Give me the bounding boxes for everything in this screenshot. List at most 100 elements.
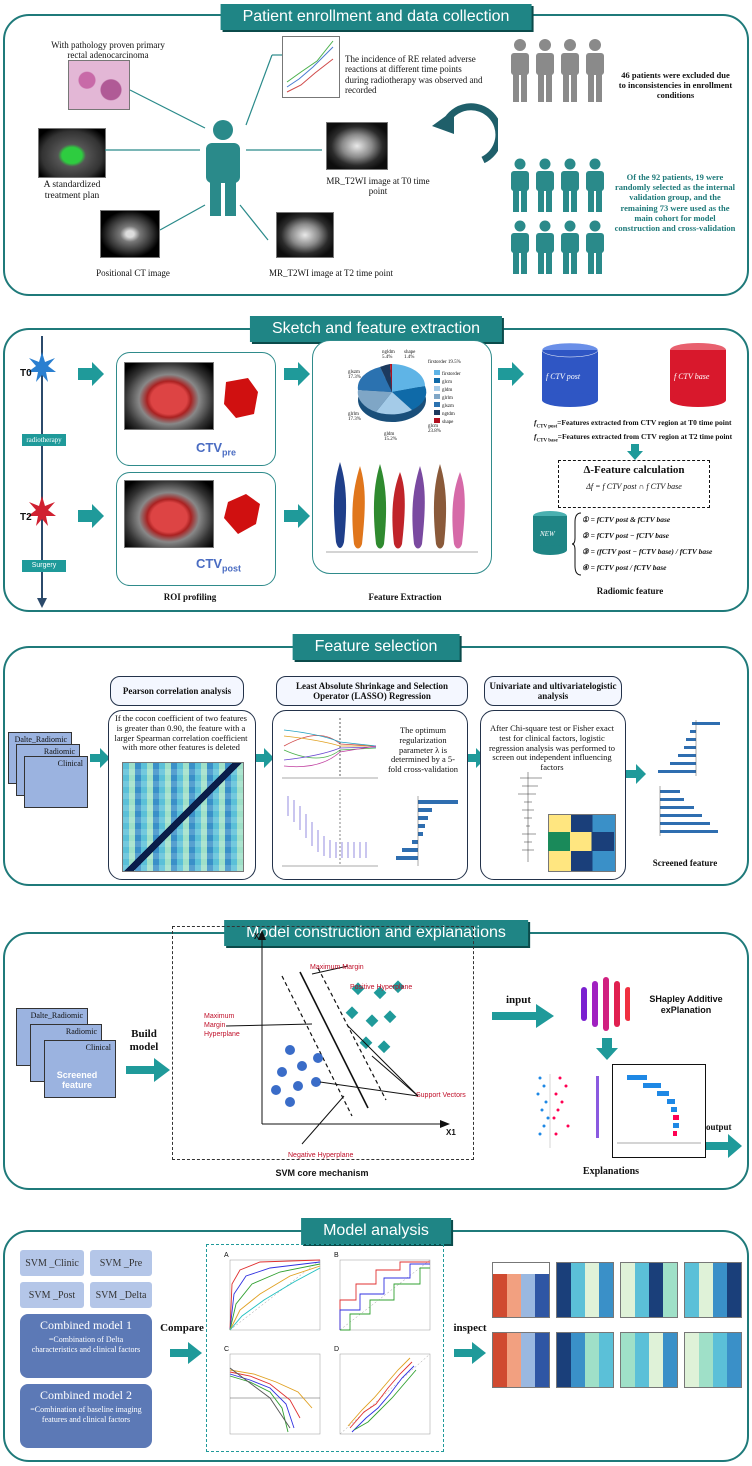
treatment-plan-image [38,128,106,178]
ctv-post-image [124,480,214,548]
cm2-title: Combined model 2 [40,1388,132,1402]
calibration-panel-d [339,1353,431,1435]
rf-caption: Radiomic feature [596,586,664,596]
arrow-compare [170,1342,202,1364]
screened-feature-chart [658,720,720,836]
delta-formula: Δf = f CTV post ∩ f CTV base [586,482,682,491]
heatmap-1 [492,1262,550,1318]
heatmap-2 [556,1262,614,1318]
re-incidence-chart [282,36,340,98]
uni-heatmap-mid [548,832,614,851]
support-label: Support Vectors [416,1092,466,1099]
dca-panel-c [229,1353,321,1435]
pearson-text: If the cocon coefficient of two features… [114,713,248,753]
ct-caption: Positional CT image [96,268,170,278]
combined-model-1: Combined model 1 =Combination of Delta c… [20,1314,152,1378]
shap-logo-icon [581,977,630,1031]
brace [572,512,582,576]
delta-option: ④ = fCTV post / fCTV base [582,563,667,572]
correlation-heatmap [122,762,244,872]
pill-svm-delta: SVM _Delta [90,1282,152,1308]
lasso-header: Least Absolute Shrinkage and Selection O… [276,676,468,706]
violin-plot [326,462,478,553]
fe-caption: Feature Extraction [368,592,442,602]
ctv-pre-3d [224,378,258,418]
delta-box: Δ-Feature calculation Δf = f CTV post ∩ … [558,460,710,508]
radiotherapy-tag: radiotherapy [22,434,66,446]
feature-pie [357,363,427,422]
pearson-header: Pearson correlation analysis [110,676,244,706]
neg-hyper-label: Negative Hyperplane [288,1152,354,1159]
legend-item: glrlm [434,394,461,402]
t2-caption: MR_T2WI image at T2 time point [268,268,394,278]
arrow-down-shap [596,1038,618,1060]
pathology-image [68,60,130,110]
screened-caption: Screened feature [652,858,718,868]
cm1-text: =Combination of Delta characteristics an… [31,1335,141,1354]
connector-lines [105,54,322,241]
forest-plot [518,772,542,862]
panel-label-d: D [334,1346,340,1353]
x2-label: X2 [254,932,264,941]
max-margin-label: Maximum Margin [310,964,364,971]
shap-waterfall [612,1064,706,1158]
heatmap-7 [620,1332,678,1388]
t0-mri-image [326,122,388,170]
delta-option: ① = fCTV post & fCTV base [582,515,671,524]
heatmap-6 [556,1332,614,1388]
ctv-post-text: CTV [196,556,222,571]
legend-item: firstorder [434,370,461,378]
f-post-row: fCTV post=Features extracted from CTV re… [534,418,732,430]
arrows-s2 [78,362,524,528]
t2-mri-image [276,212,334,258]
t0-label: T0 [20,368,32,379]
lasso-cv-plot [282,790,378,867]
arrow-output [706,1134,742,1158]
analysis-frame [206,1244,444,1452]
panel-label-c: C [224,1346,230,1353]
title-sketch: Sketch and feature extraction [249,316,503,342]
cyl-post-label: f CTV post [546,372,581,381]
uni-header: Univariate and ultivariatelogistic analy… [484,676,622,706]
cm1-title: Combined model 1 [40,1318,132,1332]
ctv-post-3d [224,494,260,534]
excluded-text: 46 patients were excluded due to inconsi… [618,70,733,101]
pie-label-glcm: glcm 23.8% [428,424,441,434]
build-model-label: Build model [129,1028,159,1054]
arrow-inspect [454,1342,486,1364]
panel-label-b: B [334,1252,339,1259]
heatmap-3 [620,1262,678,1318]
pie-label-firstorder: firstorder 19.5% [428,360,461,365]
legend-item: ngtdm [434,410,461,418]
output-label: output [706,1122,732,1132]
heatmap-4 [684,1262,742,1318]
excluded-people-icon [511,39,604,102]
re-caption: The incidence of RE related adverse reac… [345,54,483,96]
lasso-text: The optimum regularization parameter λ i… [387,725,459,775]
lasso-path-plot [282,718,378,779]
legend-item: glcm [434,378,461,386]
pie-label-gldm: gldm 15.2% [384,432,397,442]
new-label: NEW [540,530,555,538]
pie-label-shape: shape 1.4% [404,350,416,360]
legend-item: shape [434,418,461,426]
combined-model-2: Combined model 2 =Combination of baselin… [20,1384,152,1448]
title-analysis: Model analysis [301,1218,451,1244]
new-cylinder [533,511,567,555]
uni-text: After Chi-square test or Fisher exact te… [488,723,616,773]
stack-3: Clinical [24,756,88,808]
roi-caption: ROI profiling [163,592,217,602]
s4-stack-3: Clinical [44,1040,116,1098]
svm-frame [172,926,474,1160]
ctv-pre-label: CTVpre [196,440,236,458]
cylinders [541,342,726,407]
ctv-pre-text: CTV [196,440,222,455]
t2-label: T2 [20,512,32,523]
pill-svm-pre: SVM _Pre [90,1250,152,1276]
ctv-pre-sub: pre [222,447,237,458]
pill-svm-clinic: SVM _Clinic [20,1250,84,1276]
cohort-people-icon [511,158,604,274]
explanations-caption: Explanations [582,1166,640,1177]
cm2-text: =Combination of baseline imaging feature… [30,1405,142,1424]
pie-label-glrlm: glrlm 17.3% [348,412,361,422]
